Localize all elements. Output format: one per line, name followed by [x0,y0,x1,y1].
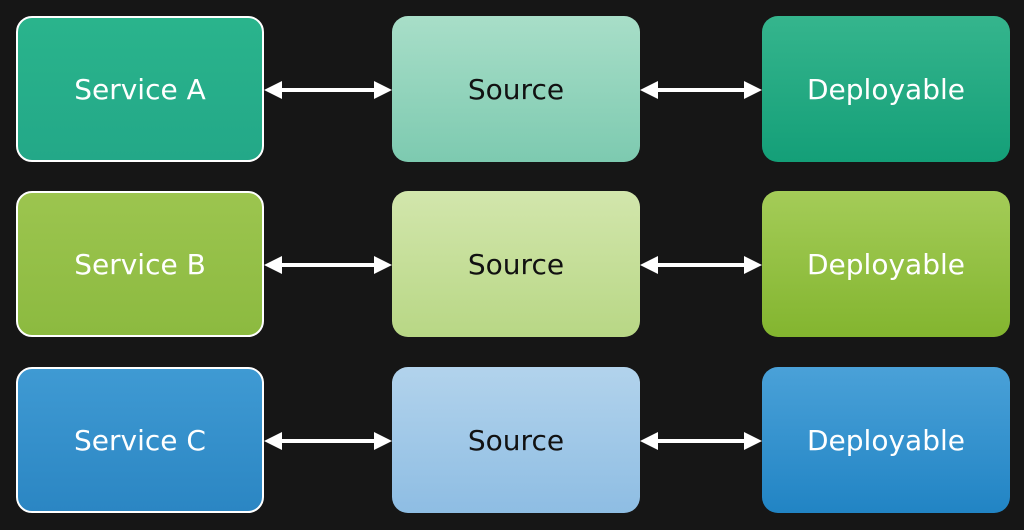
bidirectional-arrow-icon [640,256,762,274]
bidirectional-arrow-icon [264,81,392,99]
service-b-box: Service B [16,191,264,337]
diagram-row-service-c: Service C Source Deployable [0,367,1024,517]
bidirectional-arrow-icon [264,256,392,274]
bidirectional-arrow-icon [640,81,762,99]
source-c-box: Source [392,367,640,513]
deployable-c-box: Deployable [762,367,1010,513]
source-b-box: Source [392,191,640,337]
deployable-a-box: Deployable [762,16,1010,162]
diagram-row-service-a: Service A Source Deployable [0,16,1024,166]
source-a-box: Source [392,16,640,162]
deployable-b-box: Deployable [762,191,1010,337]
bidirectional-arrow-icon [264,432,392,450]
deployable-b-label: Deployable [807,247,965,281]
source-b-label: Source [467,247,565,281]
deployable-c-label: Deployable [807,423,965,457]
source-a-label: Source [467,72,565,106]
service-a-box: Service A [16,16,264,162]
service-c-box: Service C [16,367,264,513]
deployable-a-label: Deployable [807,72,965,106]
diagram-row-service-b: Service B Source Deployable [0,191,1024,341]
bidirectional-arrow-icon [640,432,762,450]
service-a-label: Service A [74,72,206,106]
source-c-label: Source [467,423,565,457]
service-c-label: Service C [74,423,206,457]
service-b-label: Service B [74,247,206,281]
